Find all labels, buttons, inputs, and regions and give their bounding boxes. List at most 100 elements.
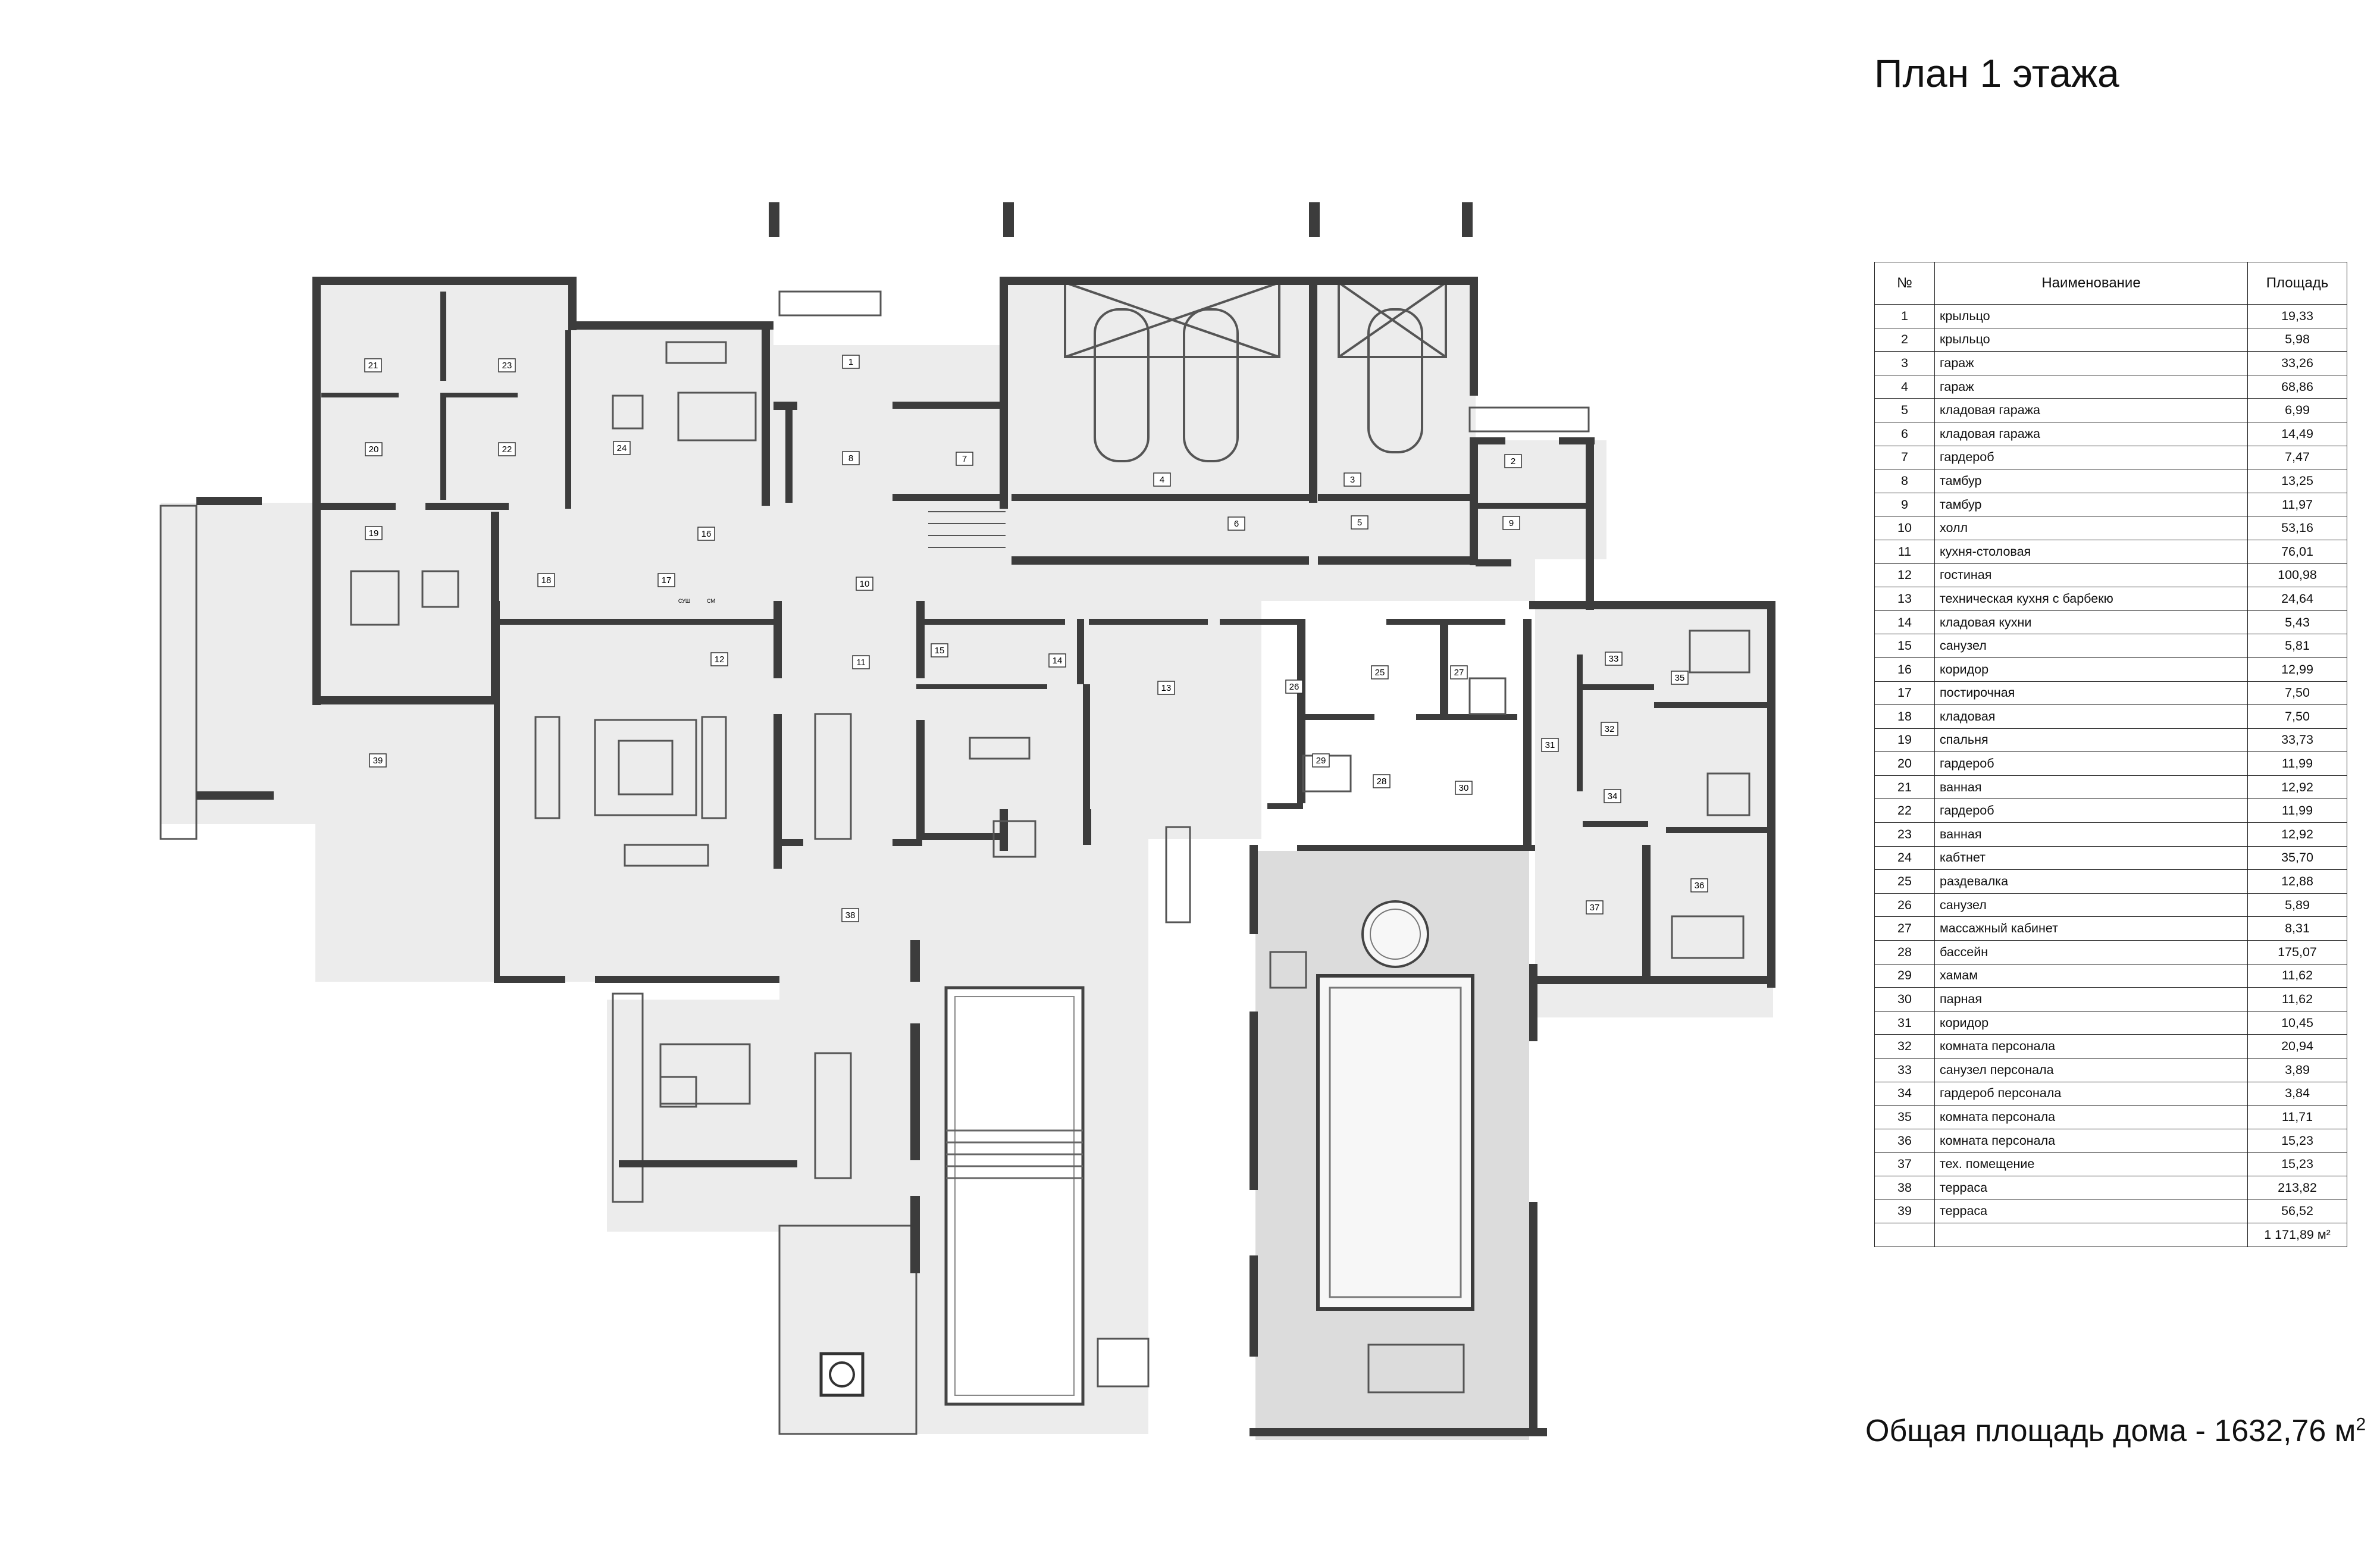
cell-area: 5,43 — [2247, 610, 2347, 635]
room-label-box — [956, 452, 973, 466]
cell-name: кабтнет — [1934, 845, 2248, 870]
room-number-label: 33 — [1609, 654, 1619, 664]
cell-num: 25 — [1874, 869, 1935, 894]
cell-area: 7,50 — [2247, 681, 2347, 706]
cell-name: крыльцо — [1934, 327, 2248, 352]
cell-num: 10 — [1874, 516, 1935, 540]
cell-area: 14,49 — [2247, 421, 2347, 446]
room-number-label: 22 — [502, 444, 512, 455]
outdoor-hot-tub — [1097, 1338, 1150, 1388]
room-label-box — [1157, 681, 1175, 695]
floor-plan: 1234567891011121314151617181920212223242… — [159, 202, 1775, 1440]
total-area-cell: 1 171,89 м² — [2247, 1223, 2347, 1247]
cell-area: 10,45 — [2247, 1010, 2347, 1035]
room-label-box — [1455, 781, 1473, 795]
cell-area: 11,99 — [2247, 751, 2347, 776]
room-number-label: 4 — [1160, 475, 1164, 485]
room-label-box — [1601, 722, 1618, 736]
cell-num: 27 — [1874, 916, 1935, 941]
cell-area: 6,99 — [2247, 398, 2347, 422]
jacuzzi — [1361, 900, 1429, 968]
room-number-label: 35 — [1675, 673, 1685, 683]
room-number-label: 27 — [1454, 668, 1464, 678]
room-number-label: 30 — [1459, 783, 1469, 793]
cell-num: 31 — [1874, 1010, 1935, 1035]
room-label-box — [1373, 774, 1391, 788]
cell-area: 20,94 — [2247, 1034, 2347, 1059]
room-label-box — [657, 573, 675, 587]
room-number-label: 36 — [1695, 881, 1705, 891]
cell-area: 100,98 — [2247, 563, 2347, 588]
cell-num: 2 — [1874, 327, 1935, 352]
cell-name: санузел — [1934, 634, 2248, 658]
room-number-label: 24 — [617, 443, 627, 453]
outdoor-pool — [944, 986, 1085, 1406]
cell-num: 17 — [1874, 681, 1935, 706]
cell-num: 19 — [1874, 728, 1935, 753]
cell-name: комната персонала — [1934, 1034, 2248, 1059]
room-number-label: 25 — [1375, 668, 1385, 678]
cell-name: гостиная — [1934, 563, 2248, 588]
room-number-label: 29 — [1316, 756, 1326, 766]
walls — [196, 202, 1775, 1436]
cell-num: 26 — [1874, 892, 1935, 917]
cell-num: 5 — [1874, 398, 1935, 422]
cell-name: санузел — [1934, 892, 2248, 917]
cell-area: 7,50 — [2247, 704, 2347, 729]
cell-num: 34 — [1874, 1081, 1935, 1106]
cell-num: 8 — [1874, 469, 1935, 493]
cell-name: гараж — [1934, 351, 2248, 375]
cell-name: кладовая кухни — [1934, 610, 2248, 635]
cell-num: 22 — [1874, 798, 1935, 823]
cell-num: 13 — [1874, 587, 1935, 611]
cell-num: 39 — [1874, 1199, 1935, 1224]
cell-num: 21 — [1874, 775, 1935, 800]
cell-name: кладовая гаража — [1934, 398, 2248, 422]
room-number-label: 19 — [369, 528, 379, 538]
table-total-row: 1 171,89 м² — [1874, 1223, 2347, 1247]
cell-num: 16 — [1874, 657, 1935, 682]
room-label-box — [1351, 515, 1368, 530]
cell-name: гардероб — [1934, 751, 2248, 776]
cell-name: терраса — [1934, 1199, 2248, 1224]
cell-name: кладовая гаража — [1934, 421, 2248, 446]
cell-name: гараж — [1934, 374, 2248, 399]
cell-num: 36 — [1874, 1128, 1935, 1153]
cell-num: 29 — [1874, 963, 1935, 988]
table-header-row: № Наименование Площадь — [1874, 262, 2347, 305]
total-blank-cell — [1934, 1223, 2248, 1247]
total-house-area: Общая площадь дома - 1632,76 м2 — [1865, 1413, 2366, 1449]
cell-area: 12,88 — [2247, 869, 2347, 894]
cell-num: 37 — [1874, 1152, 1935, 1176]
room-number-label: 38 — [845, 910, 856, 920]
room-number-label: 32 — [1605, 724, 1615, 734]
cell-area: 12,92 — [2247, 822, 2347, 847]
cell-name: массажный кабинет — [1934, 916, 2248, 941]
room-number-label: 11 — [856, 657, 866, 668]
cell-area: 213,82 — [2247, 1175, 2347, 1200]
cell-name: кухня-столовая — [1934, 539, 2248, 564]
room-label-box — [1312, 753, 1330, 768]
cell-name: техническая кухня с барбекю — [1934, 587, 2248, 611]
room-number-label: 31 — [1545, 740, 1555, 750]
